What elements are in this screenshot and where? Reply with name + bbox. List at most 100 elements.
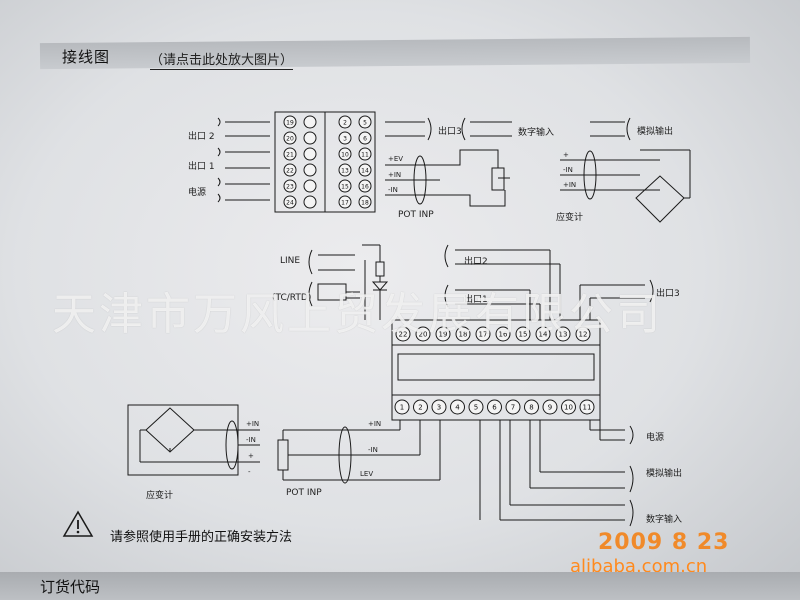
label-out2: 出口 2 bbox=[188, 132, 215, 142]
tl-terminal-0-0-label: 19 bbox=[286, 120, 294, 127]
header-title: 接线图 bbox=[62, 48, 111, 66]
label-pot-inp-top: POT INP bbox=[398, 210, 434, 220]
label-line: LINE bbox=[280, 256, 301, 266]
label-digital-in-bottom: 数字输入 bbox=[646, 515, 683, 525]
main-bottom-terminal-1-circle bbox=[413, 399, 428, 415]
tl-terminal-0-1-circle bbox=[338, 115, 352, 129]
main-top-terminal-3-circle bbox=[455, 326, 471, 342]
main-top-terminal-2-circle bbox=[435, 326, 451, 342]
pot-pin-label-2: LEV bbox=[360, 470, 374, 478]
pin-label-bl-1: -IN bbox=[246, 436, 256, 444]
main-bottom-terminal-8-label: 9 bbox=[548, 404, 552, 412]
footer-band bbox=[0, 572, 800, 600]
tl-terminal-2-1-label: 10 bbox=[341, 152, 349, 159]
top-left-leads bbox=[217, 117, 270, 203]
label-power: 电源 bbox=[188, 188, 207, 198]
top-left-terminal-block bbox=[274, 111, 376, 213]
tl-terminal-2-0-circle bbox=[283, 147, 297, 161]
tl-terminal-1-1-circle bbox=[338, 131, 352, 145]
tl-terminal-4-0-label: 23 bbox=[286, 184, 294, 191]
tl-terminal-3-1-label: 13 bbox=[341, 168, 349, 175]
main-top-terminal-6-label: 15 bbox=[519, 331, 528, 339]
label-pot-inp-bottom: POT INP bbox=[286, 488, 322, 498]
header-enlarge-link[interactable]: （请点击此处放大图片） bbox=[150, 49, 294, 70]
pin-label-tm-0: +EV bbox=[388, 155, 404, 163]
bottom-right-leads bbox=[479, 420, 634, 527]
main-bottom-terminal-5-circle bbox=[487, 399, 502, 415]
main-top-terminal-8-label: 13 bbox=[559, 331, 568, 339]
mid-output-leads bbox=[444, 244, 654, 320]
tl-terminal-2-1-circle bbox=[338, 147, 352, 161]
pin-label-tr-0: + bbox=[563, 151, 569, 159]
main-top-terminal-8-circle bbox=[555, 326, 571, 342]
label-out3-mid: 出口3 bbox=[656, 289, 680, 299]
main-bottom-terminal-7-label: 8 bbox=[529, 404, 533, 412]
pin-label-bl-2: + bbox=[248, 452, 254, 460]
main-top-terminal-9-circle bbox=[575, 326, 591, 342]
main-bottom-terminal-4-circle bbox=[468, 399, 484, 415]
tl-terminal-3-2-label: 14 bbox=[361, 168, 369, 175]
main-top-terminal-1-label: 20 bbox=[419, 331, 428, 339]
pin-label-tr-2: +IN bbox=[563, 181, 577, 189]
main-top-terminal-0-circle bbox=[395, 326, 411, 342]
top-right-circuit bbox=[560, 117, 691, 223]
main-terminal-block bbox=[391, 319, 601, 421]
pin-label-tm-1: +IN bbox=[388, 171, 402, 179]
main-top-terminal-9-label: 12 bbox=[579, 331, 588, 339]
main-bottom-terminal-2-label: 3 bbox=[437, 404, 441, 412]
main-bottom-terminal-7-circle bbox=[524, 399, 539, 415]
main-top-terminal-7-label: 14 bbox=[539, 331, 548, 339]
tl-terminal-5-0-circle bbox=[283, 195, 297, 209]
tl-terminal-blank-4 bbox=[303, 179, 317, 193]
mid-line-circuit bbox=[308, 244, 389, 320]
pin-label-bl-0: +IN bbox=[246, 420, 260, 428]
pin-label-tr-1: -IN bbox=[563, 166, 573, 174]
tl-terminal-2-2-circle bbox=[358, 147, 372, 161]
main-bottom-terminal-0-circle bbox=[394, 399, 410, 415]
main-top-terminal-7-circle bbox=[535, 326, 551, 342]
tl-terminal-5-2-label: 18 bbox=[361, 200, 369, 207]
tl-terminal-4-1-label: 15 bbox=[341, 184, 349, 191]
main-bottom-terminal-4-label: 5 bbox=[474, 404, 478, 412]
tl-terminal-2-0-label: 21 bbox=[286, 152, 294, 159]
tl-terminal-blank-5 bbox=[303, 195, 317, 209]
tl-terminal-5-0-label: 24 bbox=[286, 200, 294, 207]
main-top-terminal-5-circle bbox=[495, 326, 511, 342]
label-out1-mid: 出口1 bbox=[464, 295, 488, 305]
main-bottom-terminal-9-label: 10 bbox=[564, 404, 573, 412]
label-out3-top: 出口3 bbox=[438, 127, 462, 137]
tl-terminal-4-2-circle bbox=[358, 179, 372, 193]
warning-icon bbox=[62, 510, 94, 537]
main-bottom-terminal-5-label: 6 bbox=[492, 404, 497, 412]
tl-terminal-0-1-label: 2 bbox=[343, 120, 347, 127]
tl-terminal-blank-0 bbox=[303, 115, 317, 129]
source-site-watermark: alibaba.com.cn bbox=[570, 556, 708, 577]
pin-label-tm-2: -IN bbox=[388, 186, 398, 194]
main-bottom-terminal-8-circle bbox=[542, 399, 558, 415]
tl-terminal-5-1-label: 17 bbox=[341, 200, 349, 207]
tl-terminal-2-2-label: 11 bbox=[361, 152, 369, 159]
main-top-terminal-2-label: 19 bbox=[439, 331, 448, 339]
install-notice: 请参照使用手册的正确安装方法 bbox=[110, 530, 293, 545]
main-bottom-terminal-6-circle bbox=[505, 399, 521, 415]
top-mid-circuit bbox=[385, 117, 512, 207]
tl-terminal-1-0-circle bbox=[283, 131, 297, 145]
main-top-terminal-1-circle bbox=[415, 326, 431, 342]
main-bottom-terminal-1-label: 2 bbox=[418, 404, 422, 412]
tl-terminal-5-1-circle bbox=[338, 195, 352, 209]
label-strain-top: 应变计 bbox=[556, 213, 584, 223]
label-power-bottom: 电源 bbox=[646, 433, 665, 443]
main-bottom-terminal-2-circle bbox=[431, 399, 447, 415]
label-tc-rtd: (TC/RTD) bbox=[272, 293, 312, 303]
tl-terminal-blank-1 bbox=[303, 131, 317, 145]
tl-terminal-3-0-label: 22 bbox=[286, 168, 294, 175]
tl-terminal-1-2-label: 6 bbox=[363, 136, 367, 143]
main-bottom-terminal-0-label: 1 bbox=[400, 404, 404, 412]
tl-terminal-0-2-circle bbox=[358, 115, 372, 129]
tl-terminal-0-0-circle bbox=[283, 115, 297, 129]
tl-terminal-blank-2 bbox=[303, 147, 317, 161]
tl-terminal-blank-3 bbox=[303, 163, 317, 177]
